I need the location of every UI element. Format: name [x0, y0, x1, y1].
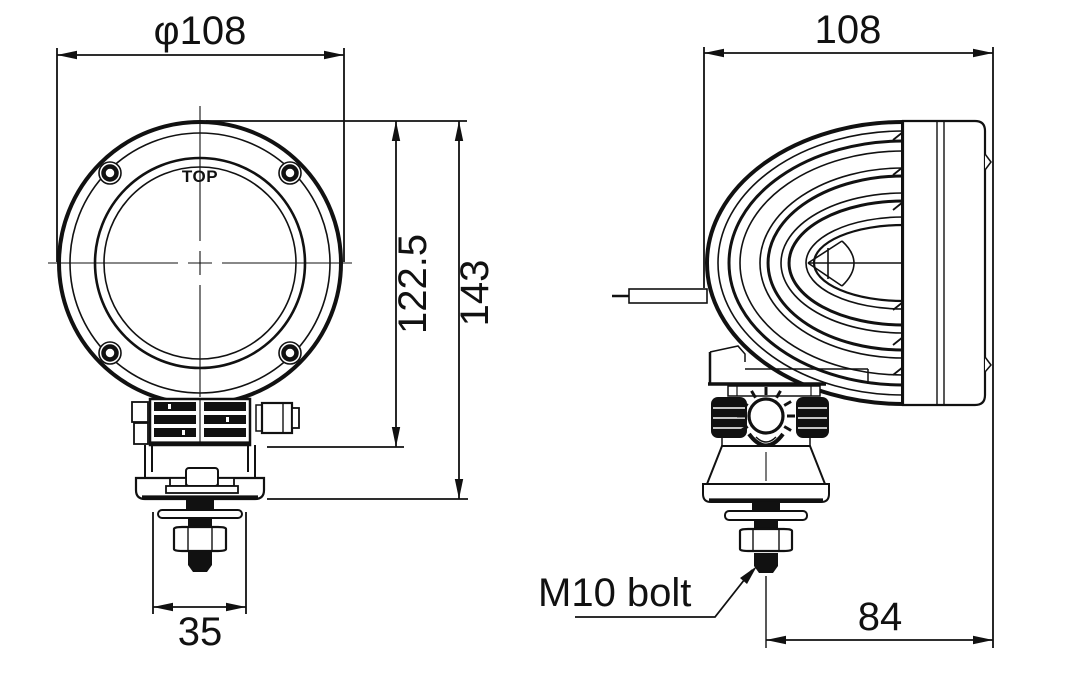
- hex-nut: [738, 527, 794, 553]
- front-centerlines: [48, 106, 352, 397]
- side-bracket: [702, 438, 830, 503]
- reflector-detail: [807, 240, 903, 287]
- arrowhead-right: [226, 602, 246, 612]
- bolt-thread: [188, 518, 212, 527]
- washer: [157, 509, 243, 519]
- arrowhead-left: [57, 50, 77, 60]
- bolt-thread: [754, 520, 778, 529]
- bracket-arms: [144, 445, 256, 478]
- bracket-left-tab: [131, 401, 149, 423]
- arrowhead-left: [766, 635, 786, 645]
- dim-bracket-width-label: 35: [178, 610, 223, 654]
- arrowhead-right: [324, 50, 344, 60]
- side-knob: [711, 387, 829, 448]
- side-foot: [708, 345, 869, 397]
- pivot-bolt-head: [255, 401, 300, 435]
- callout-bolt-label: M10 bolt: [538, 571, 691, 615]
- front-dim-total-height: 143: [267, 121, 497, 500]
- side-callout-bolt: M10 bolt: [538, 566, 757, 618]
- front-dim-diameter: φ108: [56, 9, 345, 262]
- front-bracket: [131, 397, 300, 501]
- bracket-base: [702, 483, 830, 503]
- housing-clip: [984, 153, 992, 171]
- top-marking: TOP: [182, 167, 218, 186]
- knob-face: [747, 397, 785, 435]
- dim-bolt-offset-label: 84: [858, 595, 903, 639]
- washer: [724, 510, 808, 521]
- hex-nut: [172, 525, 228, 553]
- knob-collar: [747, 432, 785, 448]
- front-bolt-stack: [157, 499, 243, 572]
- screw-icon: [98, 161, 122, 185]
- bolt-thread: [186, 499, 214, 510]
- cable-sleeve: [628, 288, 708, 304]
- arrowhead-down: [391, 427, 401, 447]
- arrowhead-left: [153, 602, 173, 612]
- front-mounting-screws: [98, 161, 302, 365]
- screw-icon: [278, 161, 302, 185]
- dim-lens-height-label: 122.5: [391, 234, 435, 334]
- bolt-thread-end: [754, 553, 778, 573]
- arrowhead-up: [391, 121, 401, 141]
- side-lens: [705, 120, 905, 406]
- arrowhead-right: [973, 48, 993, 58]
- screw-icon: [278, 341, 302, 365]
- front-dim-lens-height: 122.5: [206, 120, 467, 448]
- arrowhead-left: [704, 48, 724, 58]
- housing-clip: [984, 356, 992, 373]
- screw-icon: [98, 341, 122, 365]
- dim-total-height-label: 143: [453, 260, 497, 327]
- side-view: 108: [538, 8, 994, 648]
- side-cable: [612, 288, 708, 304]
- side-dim-depth: 108: [703, 8, 994, 648]
- knurl-ribs: [154, 402, 246, 437]
- bolt-thread: [752, 502, 780, 511]
- side-dim-bolt-offset: 84: [765, 576, 993, 648]
- side-housing: [901, 119, 992, 407]
- dim-depth-label: 108: [815, 8, 882, 52]
- side-bolt-stack: [724, 502, 808, 573]
- knob-sunburst: [737, 387, 795, 432]
- dim-diameter-label: φ108: [154, 9, 247, 53]
- arrowhead-right: [973, 635, 993, 645]
- arrowhead-down: [454, 479, 464, 499]
- arrowhead-leader: [740, 566, 757, 584]
- bracket-nut: [165, 467, 239, 494]
- bolt-thread-end: [188, 551, 212, 572]
- arrowhead-up: [454, 121, 464, 141]
- bracket-left-tab: [133, 422, 149, 445]
- front-dim-bracket-width: 35: [152, 512, 247, 654]
- callout-leader: [575, 569, 753, 618]
- front-view: φ108: [48, 9, 497, 654]
